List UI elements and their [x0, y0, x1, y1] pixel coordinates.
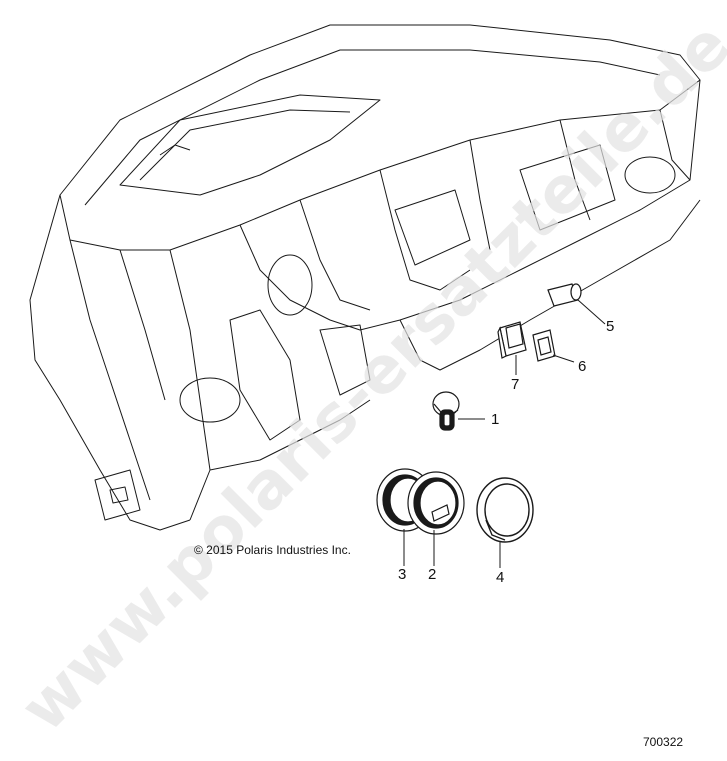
- dashboard-assembly: [29, 24, 701, 531]
- component-7-switch: [497, 321, 527, 359]
- callout-3: 3: [398, 566, 407, 583]
- component-6-switch: [532, 329, 556, 362]
- drawing-number: 700322: [643, 735, 684, 749]
- component-4-bezel-ring: [476, 477, 534, 543]
- copyright-notice: © 2015 Polaris Industries Inc.: [194, 543, 351, 557]
- callout-2: 2: [428, 566, 437, 583]
- leader-lines: [403, 299, 606, 568]
- leader-5: [577, 299, 606, 325]
- callout-5: 5: [606, 318, 615, 335]
- component-2-gauge: [407, 471, 465, 535]
- component-1-ignition: [432, 391, 460, 431]
- callout-1: 1: [491, 411, 500, 428]
- callout-7: 7: [511, 376, 520, 393]
- callout-4: 4: [496, 569, 505, 586]
- leader-6: [552, 354, 575, 363]
- component-5-connector: [547, 283, 582, 307]
- callout-6: 6: [578, 358, 587, 375]
